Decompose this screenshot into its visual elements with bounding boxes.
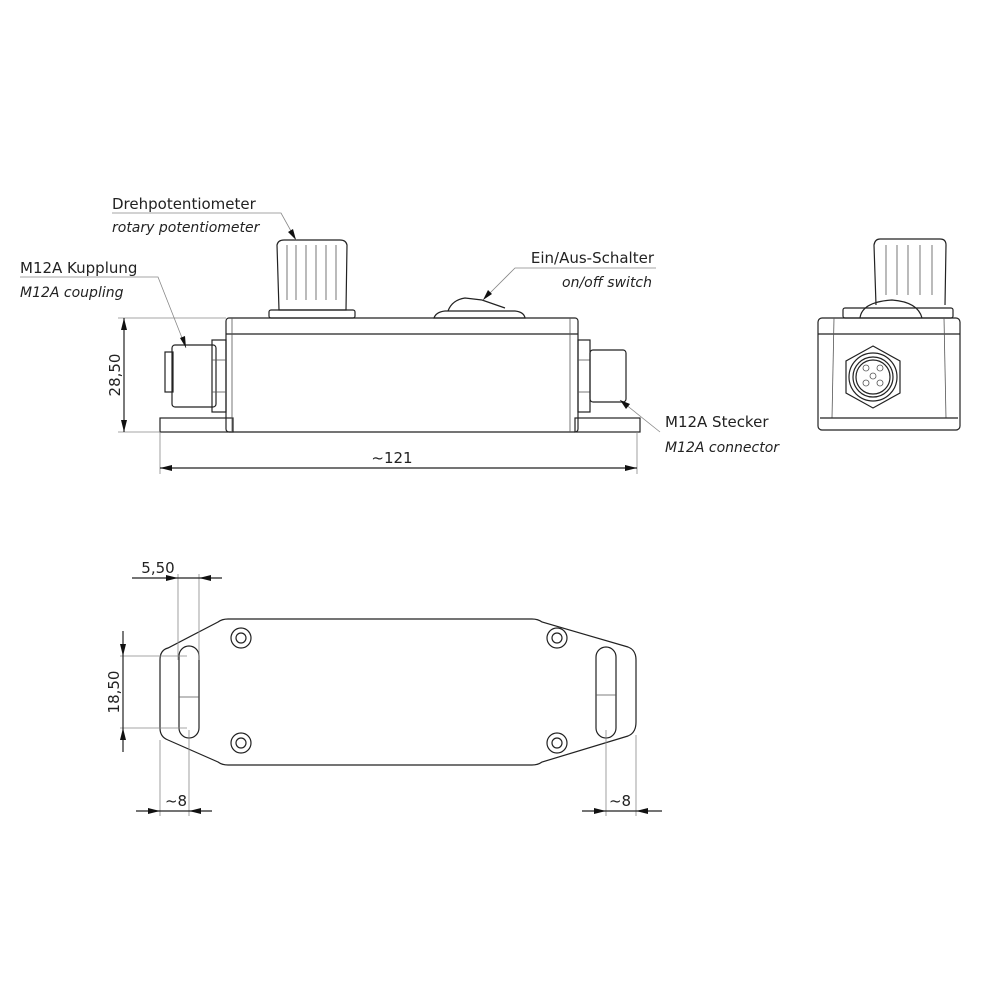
switch-label-en: on/off switch <box>562 275 652 291</box>
m12a-connector <box>577 339 627 413</box>
left-flange <box>159 417 234 433</box>
slot-offset-left-dimension: ~8 <box>165 792 187 810</box>
side-view: 28,50 ~121 Drehpotentiometer rotary pote… <box>20 195 780 474</box>
left-slot <box>178 645 200 739</box>
switch-label: Ein/Aus-Schalter <box>531 249 655 267</box>
connector-label: M12A Stecker <box>665 413 769 431</box>
potentiometer-label-en: rotary potentiometer <box>112 220 261 236</box>
connector-label-en: M12A connector <box>665 440 780 456</box>
right-flange <box>574 417 641 433</box>
m12a-coupling <box>164 339 227 413</box>
slot-offset-right-dimension: ~8 <box>609 792 631 810</box>
potentiometer-label: Drehpotentiometer <box>112 195 257 213</box>
connector-face <box>845 345 901 409</box>
top-view: 5,50 18,50 ~8 ~8 <box>105 559 662 816</box>
end-view <box>817 238 961 431</box>
height-dimension: 28,50 <box>106 354 124 397</box>
slot-width-dimension: 5,50 <box>141 559 174 577</box>
slot-length-dimension: 18,50 <box>105 671 123 714</box>
coupling-label: M12A Kupplung <box>20 259 137 277</box>
length-dimension: ~121 <box>371 449 412 467</box>
potentiometer-knob <box>268 239 356 319</box>
mounting-holes <box>230 627 568 754</box>
base-plate <box>159 618 637 766</box>
right-slot <box>595 646 617 739</box>
coupling-label-en: M12A coupling <box>20 285 124 301</box>
housing <box>225 317 579 433</box>
on-off-switch <box>433 297 526 319</box>
